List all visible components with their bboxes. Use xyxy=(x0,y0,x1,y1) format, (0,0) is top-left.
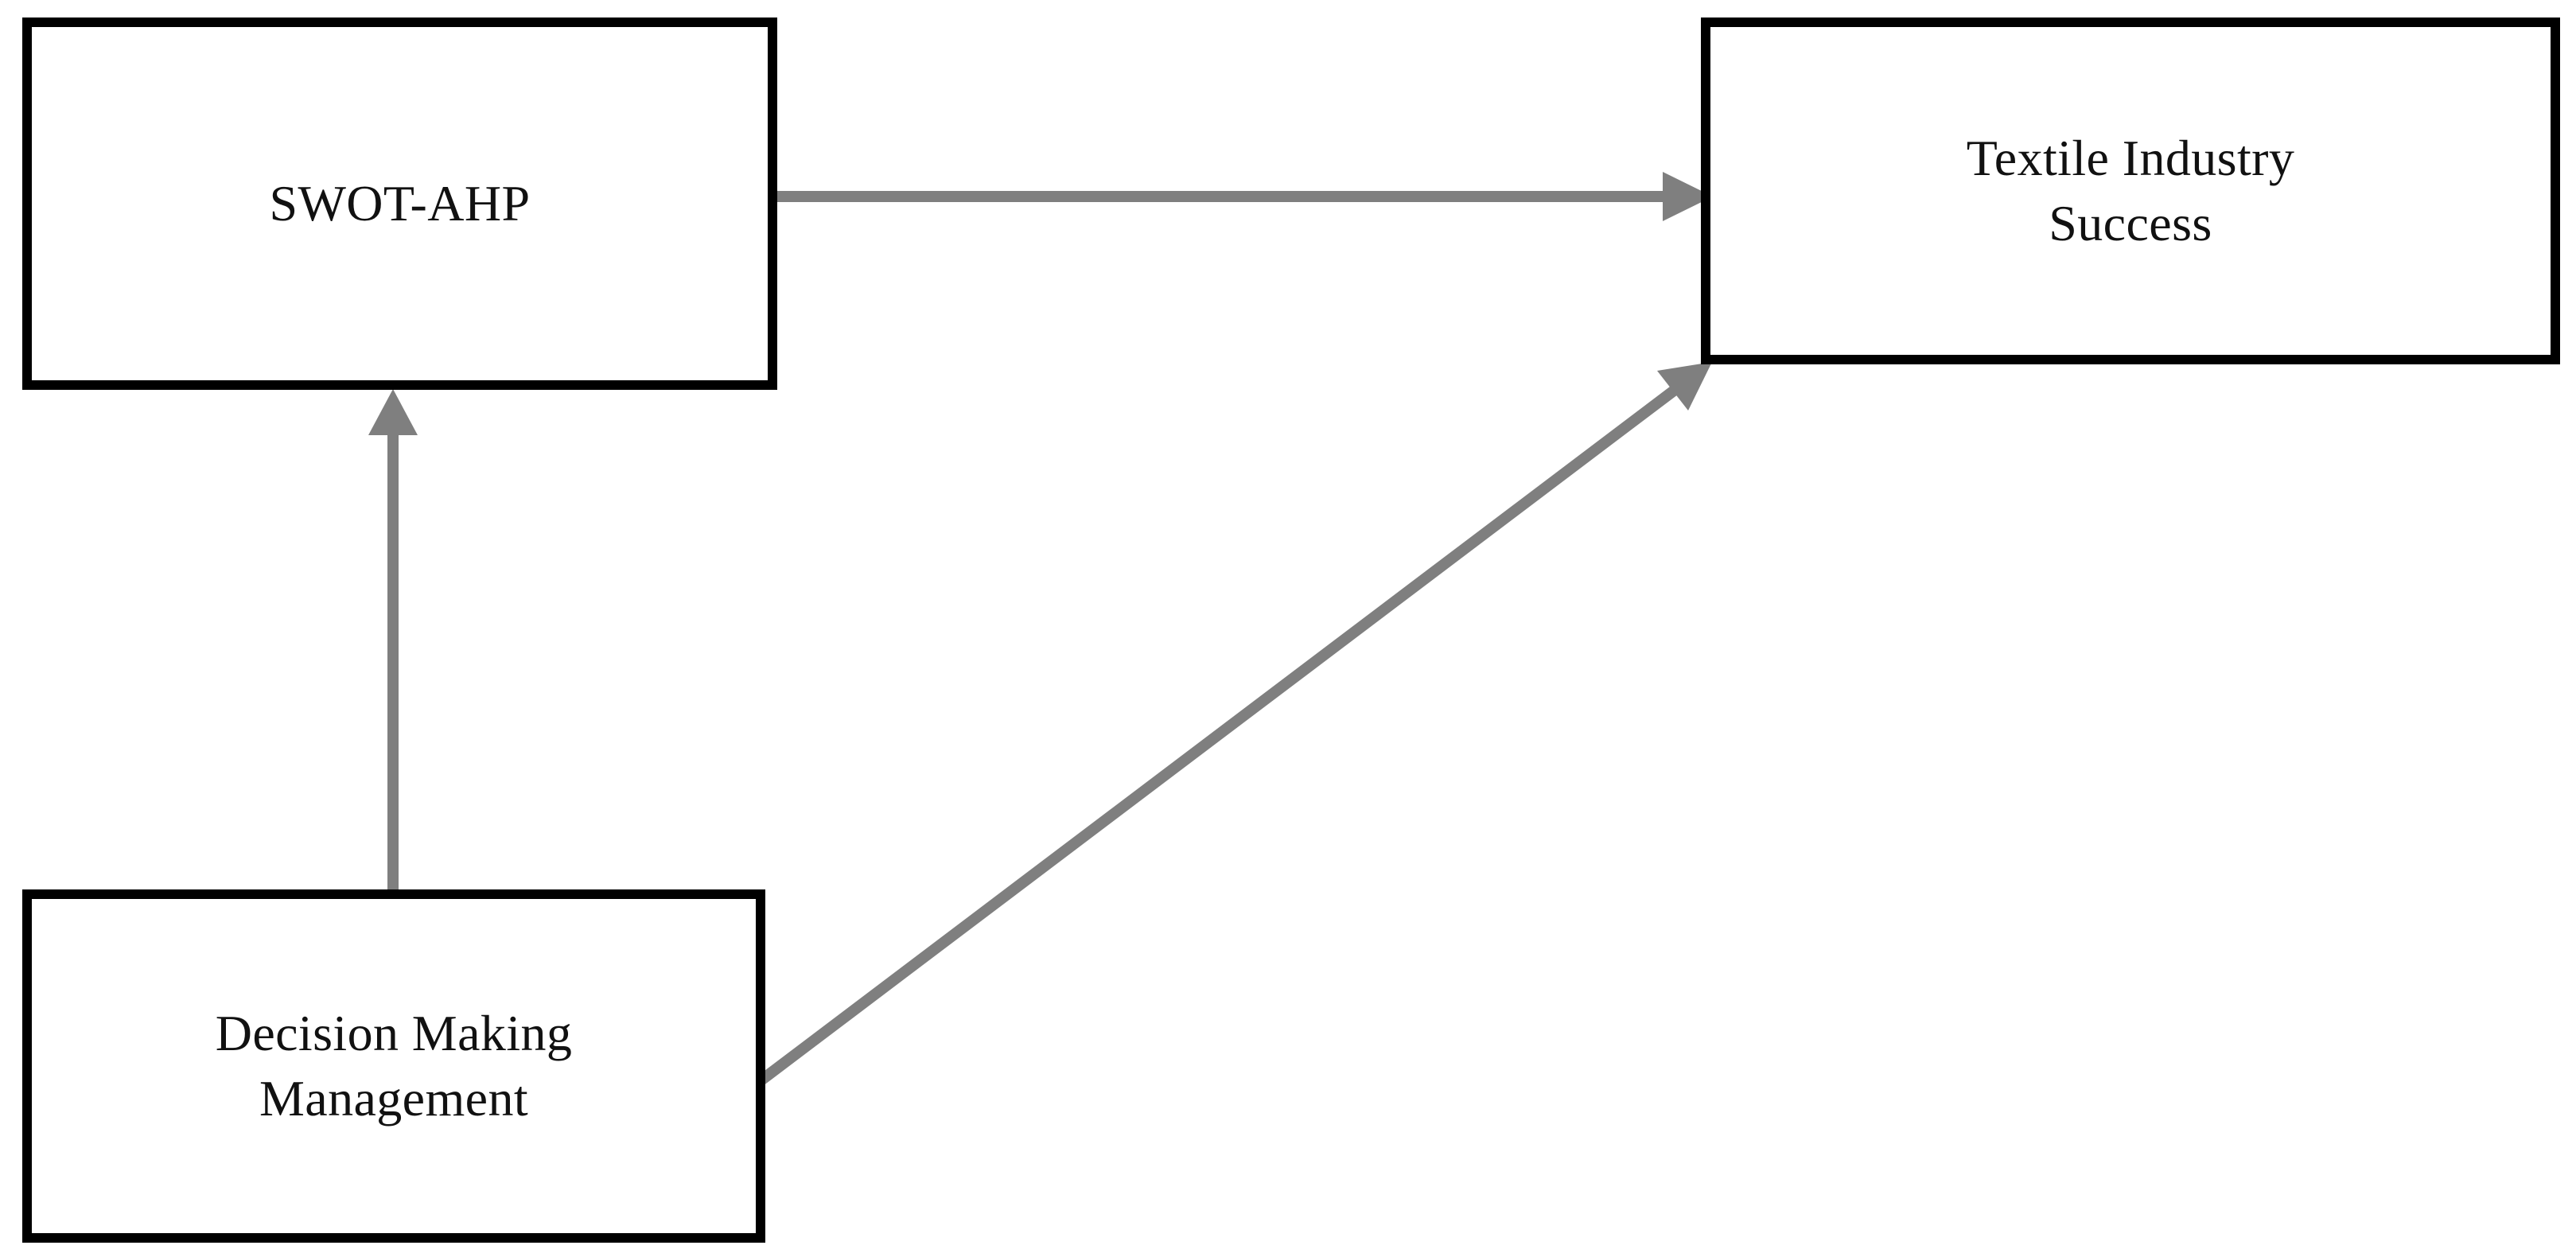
edge-decision-to-swot xyxy=(368,389,418,893)
edge-decision-to-swot-arrowhead xyxy=(368,389,418,435)
node-swot-ahp[interactable]: SWOT-AHP xyxy=(22,18,777,390)
node-textile-success-label: Textile Industry Success xyxy=(1966,130,2295,251)
node-decision-making[interactable]: Decision Making Management xyxy=(22,889,765,1243)
edge-swot-to-success xyxy=(770,172,1713,221)
node-decision-making-label: Decision Making Management xyxy=(215,1005,573,1127)
edge-decision-to-success-line xyxy=(752,386,1678,1089)
edge-decision-to-success xyxy=(752,362,1712,1089)
node-textile-success[interactable]: Textile Industry Success xyxy=(1701,18,2560,364)
node-swot-ahp-label: SWOT-AHP xyxy=(269,175,531,232)
edge-decision-to-success-arrowhead xyxy=(1657,362,1712,411)
